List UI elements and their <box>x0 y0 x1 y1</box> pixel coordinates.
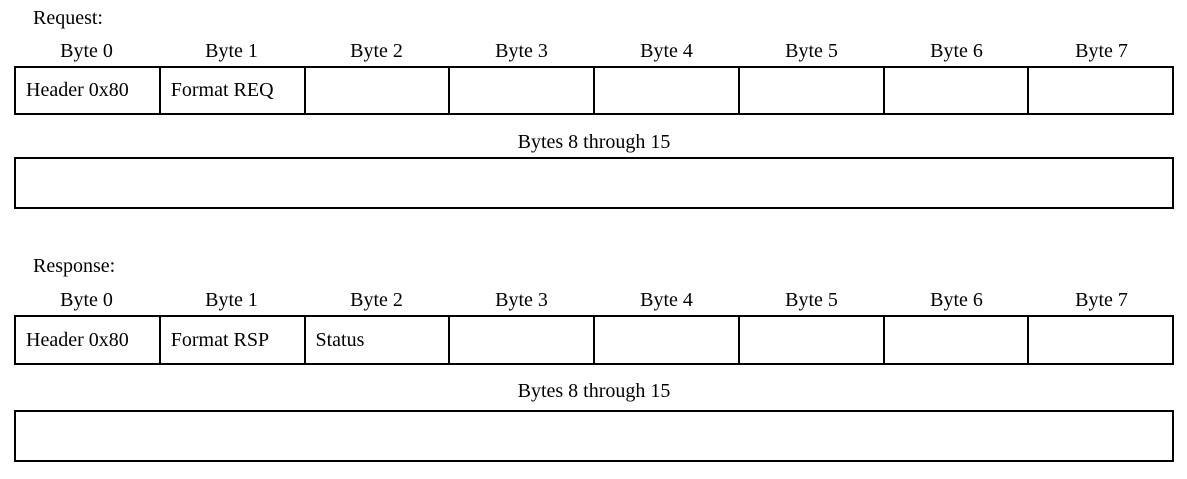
byte-header-label: Byte 4 <box>640 289 693 311</box>
byte-cell <box>740 68 885 113</box>
byte-header-label: Byte 1 <box>205 40 258 62</box>
byte-header-label: Byte 0 <box>60 289 113 311</box>
byte-header-label: Byte 0 <box>60 40 113 62</box>
byte-header-label: Byte 2 <box>350 40 403 62</box>
byte-cell: Format RSP <box>161 317 306 363</box>
response-bytes-8-15-label: Bytes 8 through 15 <box>517 380 671 402</box>
request-bytes-8-15-label: Bytes 8 through 15 <box>517 131 671 153</box>
byte-header-label: Byte 6 <box>930 40 983 62</box>
byte-cell <box>306 68 451 113</box>
byte-cell <box>1029 317 1172 363</box>
response-byte-header-row: Byte 0 Byte 1 Byte 2 Byte 3 Byte 4 Byte 5 Byte… <box>14 288 1174 312</box>
byte-header-label: Byte 7 <box>1075 289 1128 311</box>
byte-cell <box>740 317 885 363</box>
byte-cell: Header 0x80 <box>16 68 161 113</box>
byte-header-label: Byte 2 <box>350 289 403 311</box>
byte-header-label: Byte 1 <box>205 289 258 311</box>
response-bytes-8-15-row <box>14 410 1174 462</box>
byte-header-label: Byte 5 <box>785 40 838 62</box>
byte-cell: Header 0x80 <box>16 317 161 363</box>
byte-cell <box>450 317 595 363</box>
byte-header-label: Byte 3 <box>495 289 548 311</box>
byte-cell <box>450 68 595 113</box>
byte-cell <box>885 317 1030 363</box>
byte-cell <box>595 68 740 113</box>
byte-header-label: Byte 3 <box>495 40 548 62</box>
request-bytes-8-15-row <box>14 157 1174 209</box>
byte-header-label: Byte 5 <box>785 289 838 311</box>
byte-header-label: Byte 4 <box>640 40 693 62</box>
byte-cell <box>595 317 740 363</box>
byte-header-label: Byte 7 <box>1075 40 1128 62</box>
request-byte-header-row: Byte 0 Byte 1 Byte 2 Byte 3 Byte 4 Byte 5 Byte… <box>14 39 1174 63</box>
byte-cell <box>885 68 1030 113</box>
byte-header-label: Byte 6 <box>930 289 983 311</box>
request-section-label: Request: <box>33 7 103 29</box>
response-section-label: Response: <box>33 255 116 277</box>
byte-cell <box>1029 68 1172 113</box>
byte-cell: Status <box>306 317 451 363</box>
byte-cell: Format REQ <box>161 68 306 113</box>
